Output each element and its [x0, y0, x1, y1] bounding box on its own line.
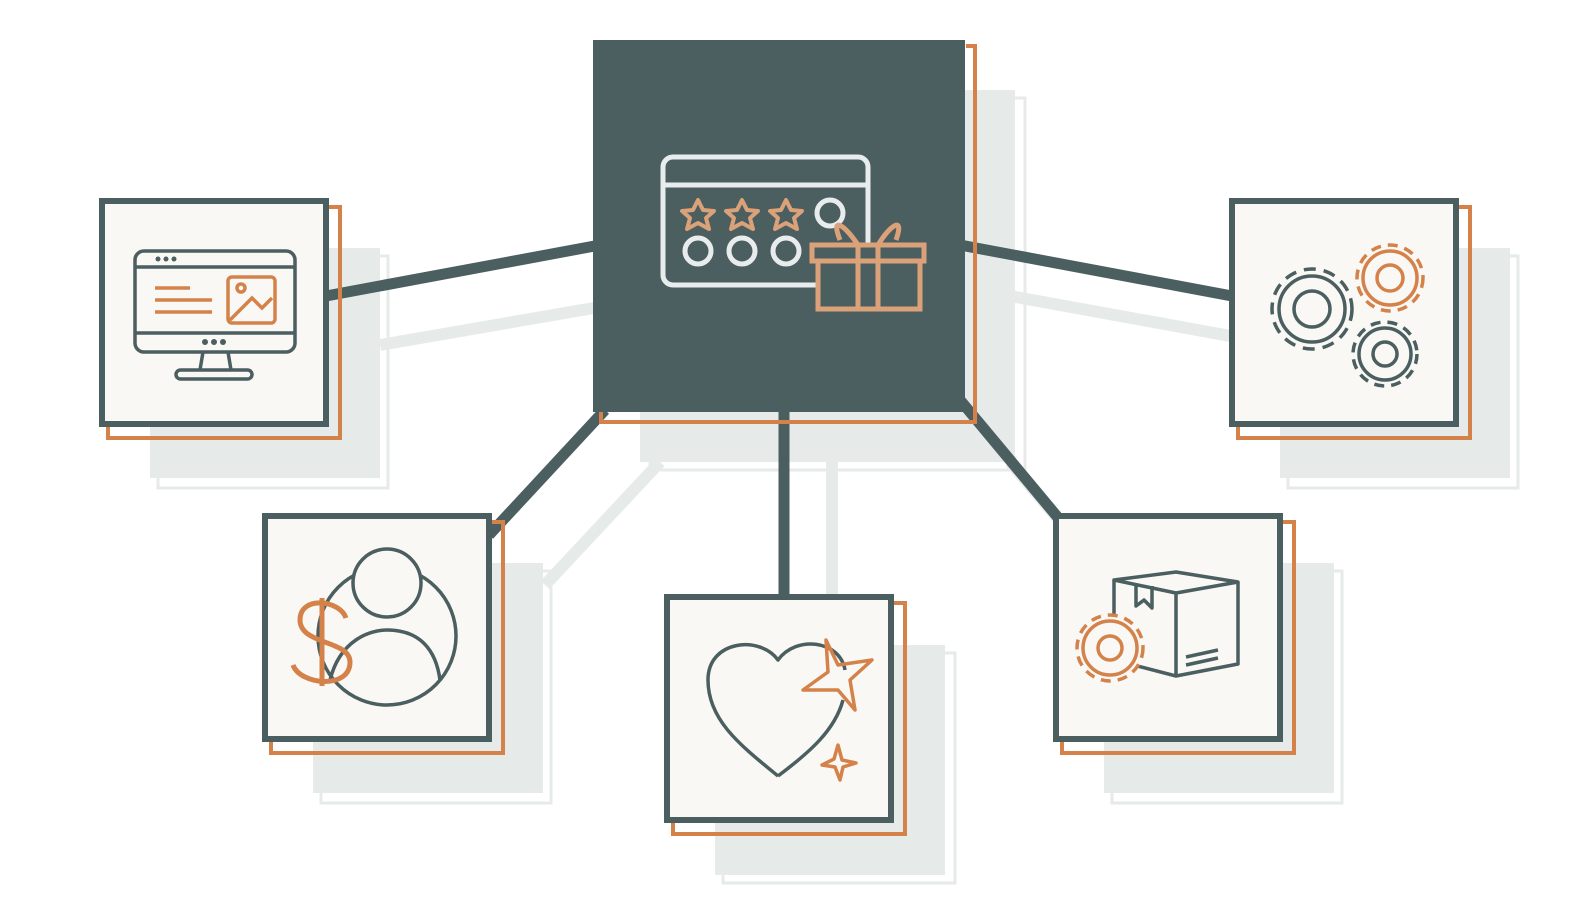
person-dollar-icon [290, 547, 458, 707]
monitor-webpage-icon [133, 249, 297, 381]
node-operations[interactable] [1229, 198, 1472, 440]
node-website[interactable] [99, 198, 342, 440]
connector-customer-value [484, 406, 610, 539]
connector-operations [958, 239, 1234, 302]
connector-website [324, 239, 602, 302]
rating-card-with-gift-icon [660, 154, 927, 312]
gears-icon [1270, 243, 1425, 388]
node-product[interactable] [1053, 513, 1296, 755]
node-customer-value[interactable] [262, 513, 505, 755]
heart-sparkle-icon [706, 638, 874, 782]
connectors [324, 239, 1234, 597]
center-node[interactable] [593, 40, 977, 424]
node-loyalty[interactable] [664, 594, 907, 836]
package-gear-icon [1075, 570, 1240, 683]
